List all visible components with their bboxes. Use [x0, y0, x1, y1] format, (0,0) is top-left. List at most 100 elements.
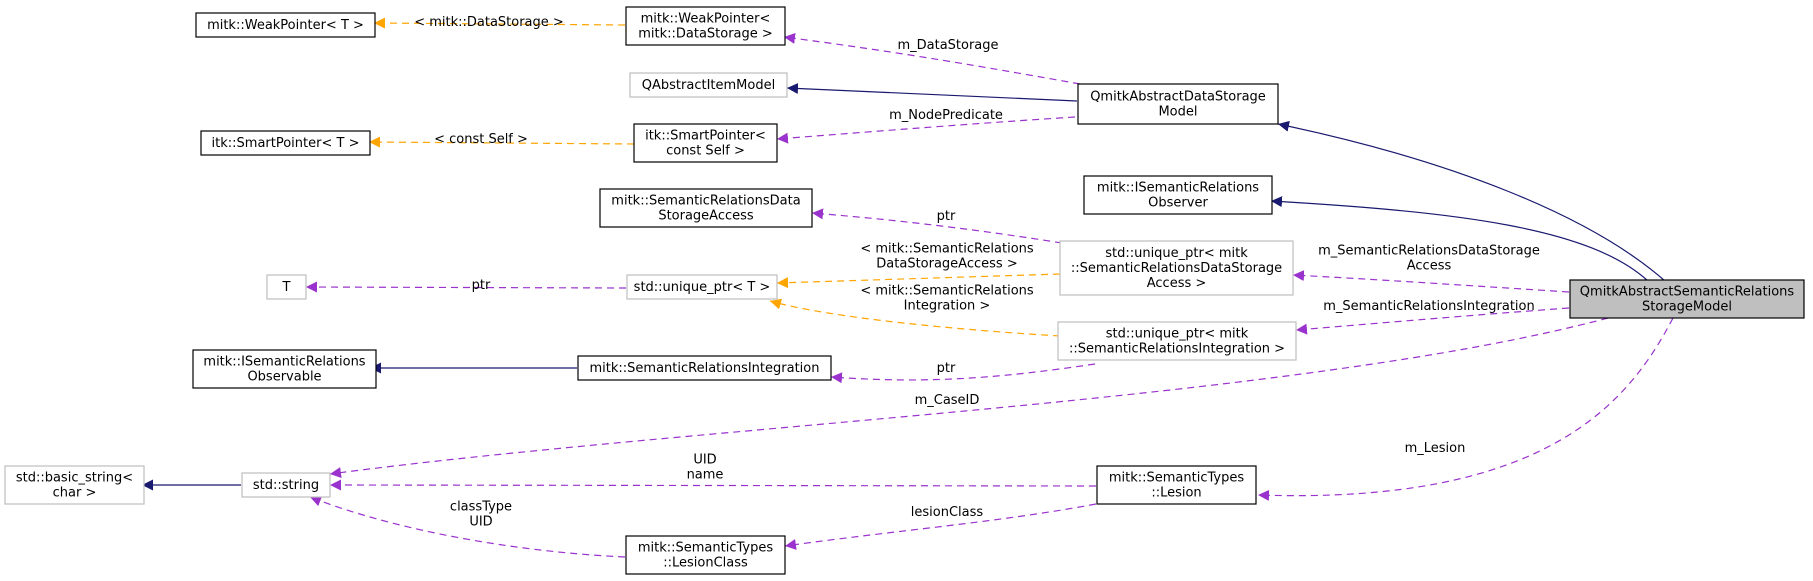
edge-unique-ptr-t-ptr	[305, 281, 627, 293]
edge-label-m-nodepredicate-line-1: m_NodePredicate	[889, 108, 1003, 123]
node-weakpointer-t-frame	[195, 12, 376, 38]
edge-unique-ptr-dsa-template	[776, 273, 1061, 289]
node-qmitkabstractdatastoragemodel-line-2: Model	[1158, 105, 1197, 120]
node-qabstractitemmodel[interactable]: QAbstractItemModel	[629, 72, 788, 98]
node-unique-ptr-integration-frame	[1057, 321, 1297, 361]
edge-label-m-caseid: m_CaseID	[915, 393, 980, 408]
edge-label-ptr-dsa: ptr	[937, 209, 956, 224]
node-weakpointer-datastorage-line-2: mitk::DataStorage >	[638, 27, 773, 42]
edge-lesion-lesionclass	[784, 503, 1097, 550]
node-unique-ptr-integration-line-2: ::SemanticRelationsIntegration >	[1069, 342, 1285, 357]
edge-main-m-semrel-dsa	[1292, 270, 1570, 293]
edge-label-m-datastorage-line-1: m_DataStorage	[897, 38, 998, 53]
node-semanticrelations-datastorageaccess-line-1: mitk::SemanticRelationsData	[611, 194, 800, 209]
node-isemanticrelations-observable-frame	[192, 349, 377, 389]
edge-unique-ptr-dsa-ptr	[811, 208, 1063, 244]
node-semantictypes-lesion[interactable]: mitk::SemanticTypes::Lesion	[1096, 465, 1257, 505]
node-t[interactable]: T	[266, 274, 307, 300]
edge-label-tmpl-constself-line-1: < const Self >	[434, 132, 528, 147]
node-std-string[interactable]: std::string	[241, 472, 331, 498]
edge-qmitkdsm-m-nodepredicate	[776, 116, 1076, 144]
node-semantictypes-lesionclass-line-2: ::LesionClass	[663, 556, 748, 571]
edge-main-inherits-observer	[1270, 196, 1649, 282]
edge-label-classtype-uid-line-1: classType	[450, 500, 512, 515]
edge-main-m-lesion	[1257, 317, 1674, 501]
edge-lesion-uid-name	[329, 479, 1097, 491]
node-itk-smartpointer-t[interactable]: itk::SmartPointer< T >	[200, 130, 371, 156]
node-unique-ptr-t-line-1: std::unique_ptr< T >	[634, 280, 771, 295]
node-weakpointer-t-line-1: mitk::WeakPointer< T >	[207, 18, 364, 33]
node-unique-ptr-integration[interactable]: std::unique_ptr< mitk::SemanticRelations…	[1057, 321, 1297, 361]
edge-label-m-semrel-int-line-1: m_SemanticRelationsIntegration	[1323, 299, 1534, 314]
edge-label-ptr-t: ptr	[472, 278, 491, 293]
node-itk-smartpointer-t-line-1: itk::SmartPointer< T >	[212, 136, 360, 151]
node-unique-ptr-datastorageaccess[interactable]: std::unique_ptr< mitk::SemanticRelations…	[1059, 240, 1294, 296]
edge-label-tmpl-constself: < const Self >	[434, 132, 528, 147]
edge-label-uid-name-line-1: UID	[693, 453, 716, 468]
node-std-string-frame	[241, 472, 331, 498]
edge-main-inherits-qmitkdsm	[1277, 120, 1666, 282]
node-semantictypes-lesionclass-frame	[625, 535, 786, 575]
edge-label-m-caseid-line-1: m_CaseID	[915, 393, 980, 408]
edge-label-lesionclass-line-1: lesionClass	[911, 505, 984, 520]
edge-label-tmpl-dsa-line-1: < mitk::SemanticRelations	[860, 242, 1034, 257]
node-itk-smartpointer-constself-line-1: itk::SmartPointer<	[645, 129, 766, 144]
node-semantictypes-lesionclass[interactable]: mitk::SemanticTypes::LesionClass	[625, 535, 786, 575]
node-unique-ptr-datastorageaccess-line-3: Access >	[1147, 276, 1207, 291]
node-semantictypes-lesionclass-line-1: mitk::SemanticTypes	[638, 541, 773, 556]
node-semantictypes-lesion-line-2: ::Lesion	[1151, 486, 1201, 501]
node-semantictypes-lesion-line-1: mitk::SemanticTypes	[1109, 471, 1244, 486]
edge-label-m-lesion: m_Lesion	[1405, 441, 1466, 456]
node-unique-ptr-datastorageaccess-line-1: std::unique_ptr< mitk	[1105, 246, 1248, 261]
node-unique-ptr-t[interactable]: std::unique_ptr< T >	[626, 274, 778, 300]
node-basic-string-char[interactable]: std::basic_string<char >	[4, 465, 145, 505]
node-basic-string-char-line-2: char >	[53, 486, 97, 501]
node-qmitkabstractsemanticrelationsstoragemodel-line-1: QmitkAbstractSemanticRelations	[1580, 285, 1795, 300]
node-itk-smartpointer-constself[interactable]: itk::SmartPointer<const Self >	[633, 123, 778, 163]
edge-label-m-nodepredicate: m_NodePredicate	[889, 108, 1003, 123]
node-t-frame	[266, 274, 307, 300]
node-weakpointer-datastorage[interactable]: mitk::WeakPointer<mitk::DataStorage >	[625, 6, 786, 46]
node-weakpointer-datastorage-line-1: mitk::WeakPointer<	[641, 12, 771, 27]
node-semantictypes-lesion-frame	[1096, 465, 1257, 505]
node-qmitkabstractsemanticrelationsstoragemodel[interactable]: QmitkAbstractSemanticRelationsStorageMod…	[1569, 279, 1805, 319]
edge-lesionclass-classtype-uid	[309, 495, 626, 558]
edge-label-tmpl-datastorage-line-1: < mitk::DataStorage >	[414, 15, 564, 30]
node-isemanticrelations-observable-line-2: Observable	[247, 370, 321, 385]
edge-label-ptr-int: ptr	[937, 361, 956, 376]
edge-label-m-semrel-dsa-line-2: Access	[1407, 259, 1452, 274]
edge-label-m-lesion-line-1: m_Lesion	[1405, 441, 1466, 456]
node-weakpointer-t[interactable]: mitk::WeakPointer< T >	[195, 12, 376, 38]
edge-label-m-semrel-int: m_SemanticRelationsIntegration	[1323, 299, 1534, 314]
edge-unique-ptr-int-ptr	[830, 363, 1096, 384]
edge-label-ptr-int-line-1: ptr	[937, 361, 956, 376]
node-semanticrelationsintegration[interactable]: mitk::SemanticRelationsIntegration	[577, 355, 832, 381]
node-semanticrelations-datastorageaccess-frame	[599, 188, 813, 228]
node-basic-string-char-line-1: std::basic_string<	[16, 471, 133, 486]
node-qmitkabstractsemanticrelationsstoragemodel-frame	[1569, 279, 1805, 319]
node-unique-ptr-t-frame	[626, 274, 778, 300]
node-isemanticrelations-observer-line-1: mitk::ISemanticRelations	[1097, 181, 1259, 196]
node-semanticrelationsintegration-frame	[577, 355, 832, 381]
edge-main-m-caseid	[329, 317, 1609, 479]
edge-unique-ptr-int-template	[769, 298, 1061, 337]
node-itk-smartpointer-t-frame	[200, 130, 371, 156]
node-qmitkabstractdatastoragemodel-frame	[1077, 83, 1279, 125]
node-itk-smartpointer-constself-line-2: const Self >	[666, 144, 745, 159]
node-qmitkabstractdatastoragemodel-line-1: QmitkAbstractDataStorage	[1090, 90, 1266, 105]
edge-label-lesionclass: lesionClass	[911, 505, 984, 520]
edge-label-tmpl-datastorage: < mitk::DataStorage >	[414, 15, 564, 30]
node-t-line-1: T	[282, 280, 291, 295]
edge-label-tmpl-int-line-2: Integration >	[904, 299, 991, 314]
edge-label-ptr-t-line-1: ptr	[472, 278, 491, 293]
node-isemanticrelations-observer-frame	[1083, 175, 1273, 215]
node-qabstractitemmodel-frame	[629, 72, 788, 98]
node-basic-string-char-frame	[4, 465, 145, 505]
